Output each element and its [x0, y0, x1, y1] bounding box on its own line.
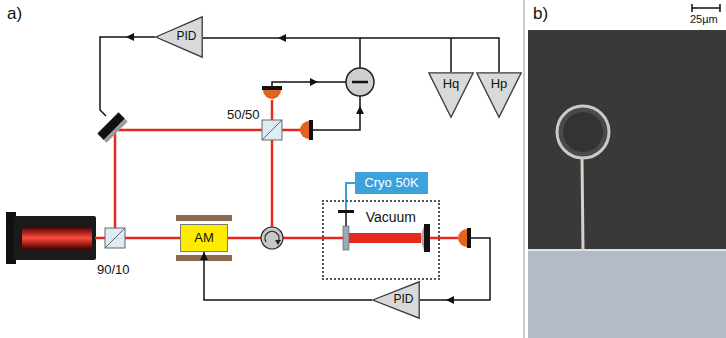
mirror-mount: [338, 210, 354, 213]
end-mirror: [424, 224, 430, 252]
pid-controller: PID: [372, 281, 420, 319]
photodetector: [300, 121, 309, 139]
photodetector: [458, 229, 467, 247]
vacuum-chamber: Vacuum: [322, 200, 440, 280]
chip-edge: [528, 249, 726, 251]
laser-beam: [115, 130, 302, 238]
laser-body: [14, 216, 96, 260]
micrograph-top: [528, 30, 726, 250]
filter-amplifier: Hq: [428, 72, 474, 118]
photodetector: [263, 90, 281, 99]
triangle-shape: [429, 73, 473, 117]
text-group: PID: [393, 293, 413, 307]
subtractor: [346, 68, 374, 96]
connector: [346, 183, 355, 200]
mount-post: [345, 213, 347, 226]
triangle-shape: [373, 282, 419, 318]
text-group: PID: [176, 30, 196, 44]
mirror-coating: [421, 226, 424, 250]
laser-beam: [428, 237, 458, 240]
beam-splitter: [262, 120, 282, 140]
waveguide-stem: [582, 157, 583, 250]
signal-wire: [313, 96, 360, 130]
panel-label: b): [532, 4, 549, 24]
text-group: AM: [194, 231, 214, 246]
node-label: Hp: [491, 77, 508, 92]
text-group: Vacuum: [366, 209, 416, 225]
wire-arrow: [356, 106, 364, 114]
node-label: AM: [194, 231, 214, 246]
laser-glow: [22, 227, 92, 249]
detector-base: [467, 228, 471, 248]
scale-label: 25µm: [689, 13, 719, 26]
wire-arrow: [278, 34, 286, 42]
signal-wire: [272, 82, 346, 86]
scale-bar: [692, 4, 720, 12]
amplitude-modulator: AM: [180, 224, 228, 252]
wire-arrow: [310, 78, 318, 86]
circulator-arrowhead: [275, 240, 281, 245]
panel-label: a): [6, 4, 23, 24]
piezo-mirror: [97, 112, 127, 142]
node-label: Vacuum: [366, 209, 416, 225]
node-label: PID: [176, 30, 196, 44]
detector-base: [309, 120, 313, 140]
wire-arrow: [446, 296, 454, 304]
triangle-shape: [156, 17, 202, 57]
signal-wire: [203, 38, 360, 68]
signal-wire: [100, 37, 155, 116]
micrograph-bottom: [528, 250, 726, 338]
circulator: [261, 227, 283, 249]
signal-wire: [450, 38, 452, 72]
triangle-shape: [477, 73, 521, 117]
beam-splitter: [105, 228, 125, 248]
node-label: PID: [393, 293, 413, 307]
text-group: Hq: [443, 77, 460, 92]
node-label: Hq: [443, 77, 460, 92]
connector: [204, 252, 372, 300]
split-ratio: 90/10: [96, 263, 131, 278]
signal-wire: [420, 238, 490, 300]
cavity-beam: [349, 233, 421, 243]
modulator-plate: [176, 215, 232, 221]
disk-center: [563, 112, 603, 152]
filter-amplifier: Hp: [476, 72, 522, 118]
minus-sign: [352, 81, 368, 84]
panel-divider: [524, 0, 525, 338]
cryostat-box: Cryo 50K: [355, 172, 428, 194]
split-ratio: 50/50: [226, 108, 261, 123]
splitter-diagonal: [105, 228, 125, 248]
detector-base: [262, 86, 282, 90]
node-label: Cryo 50K: [364, 176, 418, 191]
pid-controller: PID: [155, 16, 203, 58]
mirror-face: [104, 119, 128, 143]
splitter-diagonal: [262, 120, 282, 140]
micro-disk: [557, 106, 609, 158]
text-group: Hp: [491, 77, 508, 92]
wire-arrow: [126, 33, 134, 41]
input-mirror: [343, 226, 349, 250]
signal-wire: [360, 38, 499, 72]
text-group: Cryo 50K: [364, 176, 418, 191]
